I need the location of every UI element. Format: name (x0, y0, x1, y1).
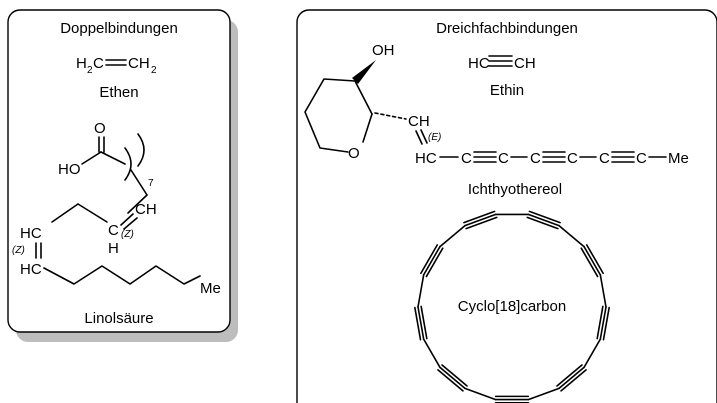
cyclo-triple-bond-0-2 (526, 216, 559, 230)
e-double-bond-2 (420, 129, 428, 144)
left-panel: Doppelbindungen H 2 C CH 2 Ethen O HO 7 (7, 9, 238, 342)
c-oh-bond (81, 151, 102, 165)
ethyne-formula: HC CH (468, 55, 536, 72)
cyclo-single-bond-15-0 (439, 224, 466, 248)
cyclo-single-bond-3-0 (599, 274, 607, 308)
cyclo-triple-bond-14-0 (420, 244, 439, 275)
cyclo-triple-bond-14-2 (425, 247, 444, 278)
cyclo-single-bond-5-0 (583, 338, 602, 369)
c-c-bond (100, 151, 126, 165)
polyyne-c5: C (599, 150, 610, 167)
polyyne-c3: C (530, 150, 541, 167)
hydroxyl-oh-label: OH (372, 42, 395, 59)
cyclo-triple-bond-16-2 (465, 216, 498, 230)
polyyne-c4: C (567, 150, 578, 167)
cyclo-triple-bond-6-2 (556, 364, 583, 387)
z-double-bond-1 (123, 217, 138, 230)
cyclo-triple-bond-6-1 (558, 366, 585, 390)
cyclo-single-bond-11-0 (422, 338, 441, 369)
wedge-bond (352, 60, 376, 84)
polyyne-c1: C (461, 150, 472, 167)
repeat-bracket-left (124, 147, 132, 181)
cyclo-triple-bond-12-1 (417, 306, 425, 340)
ring-bond-c3-o (362, 113, 373, 143)
cyclo-triple-bond-4-1 (599, 306, 607, 340)
chain-bond-2 (127, 194, 148, 214)
linoleic-acid-structure: O HO 7 CH C H (Z) HC (Z) HC (12, 120, 221, 297)
cyclo-triple-bond-16-1 (464, 213, 497, 227)
cyclocarbon-name: Cyclo[18]carbon (458, 298, 566, 315)
polyyne-c2: C (498, 150, 509, 167)
ichthyothereol-name: Ichthyothereol (468, 181, 562, 198)
ring-bond-c2-c3 (354, 80, 373, 115)
ethyne-hc: HC (468, 55, 490, 72)
hydroxyl-label: HO (58, 161, 81, 178)
chain-bond-1 (130, 169, 148, 196)
ring-oxygen-label: O (348, 145, 360, 162)
hc-bottom-label: HC (20, 261, 42, 278)
vinyl-ch-label: CH (408, 113, 430, 130)
cyclo-triple-bond-12-2 (420, 305, 428, 340)
hydrocarbon-tail (43, 265, 201, 285)
left-panel-title: Doppelbindungen (60, 20, 178, 37)
hashed-bond (374, 112, 407, 120)
pyran-ring-bonds (304, 78, 356, 153)
carbonyl-o-label: O (94, 120, 106, 137)
ethene-c: C (93, 55, 104, 72)
linoleic-name: Linolsäure (84, 310, 153, 327)
ethene-h: H (76, 55, 87, 72)
cyclo-triple-bond-14-1 (422, 245, 441, 276)
ethene-name: Ethen (99, 84, 138, 101)
cyclo-triple-bond-2-1 (583, 245, 602, 276)
cyclo-single-bond-7-0 (527, 387, 560, 401)
cyclo-triple-bond-16-0 (463, 210, 496, 224)
methyl-label: Me (200, 280, 221, 297)
ichthyo-methyl-label: Me (668, 150, 689, 167)
cyclo-single-bond-13-0 (417, 274, 425, 308)
ethene-h-sub: 2 (87, 65, 93, 76)
cyclo-triple-bond-6-0 (560, 369, 587, 392)
e-double-bond-1 (415, 130, 423, 145)
cyclo-triple-bond-2-2 (580, 247, 599, 278)
repeat-subscript: 7 (148, 178, 154, 189)
right-panel-frame (296, 9, 717, 403)
ethene-formula: H 2 C CH 2 (76, 55, 157, 76)
chain-bond-4 (51, 203, 79, 223)
cyclo-triple-bond-4-2 (596, 305, 604, 340)
alkene-c-label: C (108, 222, 119, 239)
cyclo-triple-bond-2-0 (585, 244, 604, 275)
alkene-ch-label: CH (135, 201, 157, 218)
ethene-ch-sub: 2 (151, 65, 157, 76)
e-label: (E) (428, 132, 441, 143)
chain-bond-3 (77, 203, 108, 223)
cyclo-triple-bond-10-2 (441, 364, 468, 387)
polyyne-c6: C (636, 150, 647, 167)
polyyne-hc-label: HC (415, 150, 437, 167)
cyclo-triple-bond-10-0 (437, 369, 464, 392)
right-panel: Dreichfachbindungen HC CH Ethin OH O CH … (296, 9, 717, 403)
alkene-h-label: H (108, 240, 119, 257)
repeat-bracket-right (137, 133, 145, 167)
hc-top-label: HC (20, 225, 42, 242)
ethyne-name: Ethin (490, 82, 524, 99)
cyclo-triple-bond-0-1 (527, 213, 560, 227)
right-panel-title: Dreichfachbindungen (436, 20, 578, 37)
cyclo-triple-bond-12-0 (414, 306, 422, 341)
cyclo-single-bond-1-0 (558, 224, 585, 248)
cyclo-triple-bond-4-0 (602, 306, 610, 341)
ethene-ch: CH (128, 55, 150, 72)
z-label-2: (Z) (12, 245, 25, 256)
cyclo-triple-bond-10-1 (439, 366, 466, 390)
ethyne-ch: CH (514, 55, 536, 72)
z-label-1: (Z) (121, 229, 134, 240)
left-panel-frame (7, 9, 231, 333)
ichthyothereol-structure: OH O CH (E) HC C C C C C (304, 42, 689, 167)
cyclo-triple-bond-0-0 (528, 210, 561, 224)
z-double-bond-2 (120, 213, 134, 226)
cyclo-single-bond-9-0 (464, 387, 497, 401)
